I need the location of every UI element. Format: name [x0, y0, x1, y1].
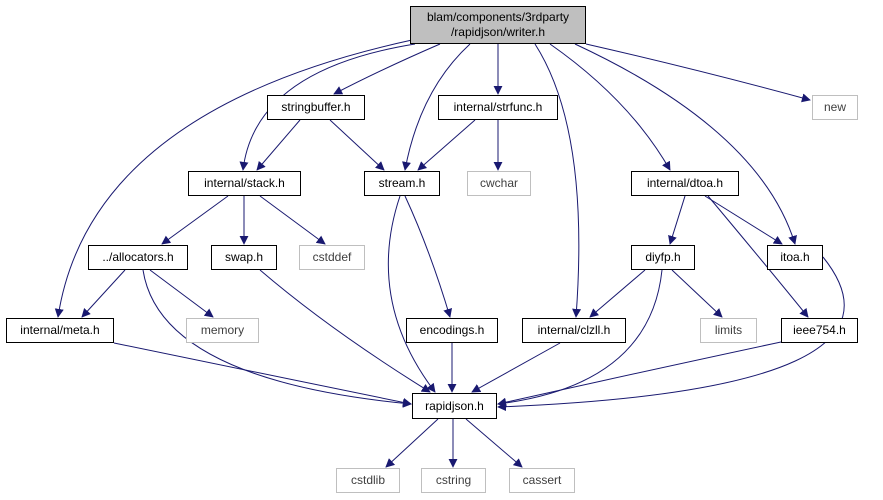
edge-writer-to-stringbuffer — [333, 43, 441, 95]
edge-diyfp-to-limits — [671, 269, 723, 318]
edge-clzll-to-rapidjson — [471, 342, 561, 393]
edge-meta-to-rapidjson — [113, 342, 412, 407]
edge-stack-to-cstddef — [259, 195, 326, 245]
root-label-line2: /rapidjson/writer.h — [450, 25, 546, 39]
edge-dtoa-to-diyfp — [668, 195, 686, 245]
edge-rapidjson-to-cassert — [465, 418, 523, 468]
edge-dtoa-to-itoa — [704, 195, 783, 245]
node-internal-stack-h[interactable]: internal/stack.h — [188, 171, 301, 196]
node-writer-h: blam/components/3rdparty /rapidjson/writ… — [410, 6, 586, 44]
edge-dtoa-to-ieee754 — [707, 195, 809, 318]
node-diyfp-h[interactable]: diyfp.h — [631, 245, 695, 270]
node-internal-clzll-h[interactable]: internal/clzll.h — [522, 318, 626, 343]
node-label: internal/strfunc.h — [453, 100, 543, 114]
node-label: cassert — [522, 473, 562, 487]
edge-stringbuffer-to-stream — [329, 119, 385, 171]
node-label: new — [823, 100, 846, 114]
node-allocators-h[interactable]: ../allocators.h — [88, 245, 188, 270]
node-label: stringbuffer.h — [281, 100, 351, 114]
node-limits: limits — [700, 318, 757, 343]
edge-stringbuffer-to-stack — [256, 119, 301, 171]
node-label: cwchar — [479, 176, 518, 190]
node-cwchar: cwchar — [467, 171, 531, 196]
dependency-edges — [54, 39, 845, 468]
node-label: internal/clzll.h — [537, 323, 611, 337]
edge-allocators-to-memory — [149, 269, 214, 318]
node-label: internal/dtoa.h — [646, 176, 724, 190]
node-label: cstddef — [312, 250, 352, 264]
node-label: itoa.h — [780, 250, 810, 264]
node-swap-h[interactable]: swap.h — [211, 245, 277, 270]
node-label: rapidjson.h — [425, 398, 484, 413]
edge-stream-to-rapidjson — [387, 195, 436, 393]
node-memory: memory — [186, 318, 259, 343]
edge-writer-to-stream — [402, 43, 471, 171]
edge-swap-to-rapidjson — [259, 269, 431, 393]
node-label: internal/stack.h — [204, 176, 285, 190]
node-ieee754-h[interactable]: ieee754.h — [781, 318, 858, 343]
node-new: new — [812, 95, 858, 120]
edge-stack-to-allocators — [161, 195, 229, 245]
edge-writer-to-dtoa — [549, 43, 671, 171]
edge-writer-to-clzll — [534, 43, 582, 318]
node-label: memory — [200, 323, 245, 337]
edge-writer-to-stack — [239, 43, 416, 171]
edge-allocators-to-rapidjson — [142, 269, 412, 408]
node-label: stream.h — [378, 176, 426, 190]
edge-writer-to-itoa — [574, 43, 797, 245]
node-stream-h[interactable]: stream.h — [364, 171, 440, 196]
node-itoa-h[interactable]: itoa.h — [767, 245, 823, 270]
node-label: cstring — [435, 473, 472, 487]
node-label: cstdlib — [350, 473, 385, 487]
node-label: ieee754.h — [793, 323, 846, 337]
node-cassert: cassert — [509, 468, 575, 493]
node-internal-strfunc-h[interactable]: internal/strfunc.h — [438, 95, 558, 120]
node-internal-meta-h[interactable]: internal/meta.h — [6, 318, 114, 343]
node-label: limits — [714, 323, 743, 337]
node-label: ../allocators.h — [102, 250, 174, 264]
node-label: encodings.h — [419, 323, 485, 337]
root-label-line1: blam/components/3rdparty — [426, 10, 570, 24]
edge-ieee754-to-rapidjson — [497, 341, 782, 407]
edge-writer-to-meta — [54, 39, 413, 318]
node-label: swap.h — [224, 250, 264, 264]
node-stringbuffer-h[interactable]: stringbuffer.h — [267, 95, 365, 120]
node-cstddef: cstddef — [299, 245, 365, 270]
edge-stream-to-encodings — [404, 195, 452, 318]
edge-diyfp-to-rapidjson — [497, 269, 663, 408]
edge-rapidjson-to-cstdlib — [385, 418, 439, 468]
edge-itoa-to-rapidjson — [497, 256, 845, 412]
edge-diyfp-to-clzll — [589, 269, 646, 318]
edge-writer-to-new — [585, 43, 811, 103]
node-label: diyfp.h — [645, 250, 681, 264]
node-cstring: cstring — [421, 468, 486, 493]
edge-allocators-to-meta — [81, 269, 126, 318]
node-cstdlib: cstdlib — [336, 468, 400, 493]
edge-strfunc-to-stream — [417, 119, 476, 171]
node-internal-dtoa-h[interactable]: internal/dtoa.h — [631, 171, 739, 196]
node-encodings-h[interactable]: encodings.h — [406, 318, 498, 343]
node-rapidjson-h[interactable]: rapidjson.h — [412, 393, 497, 419]
node-label: internal/meta.h — [20, 323, 100, 337]
